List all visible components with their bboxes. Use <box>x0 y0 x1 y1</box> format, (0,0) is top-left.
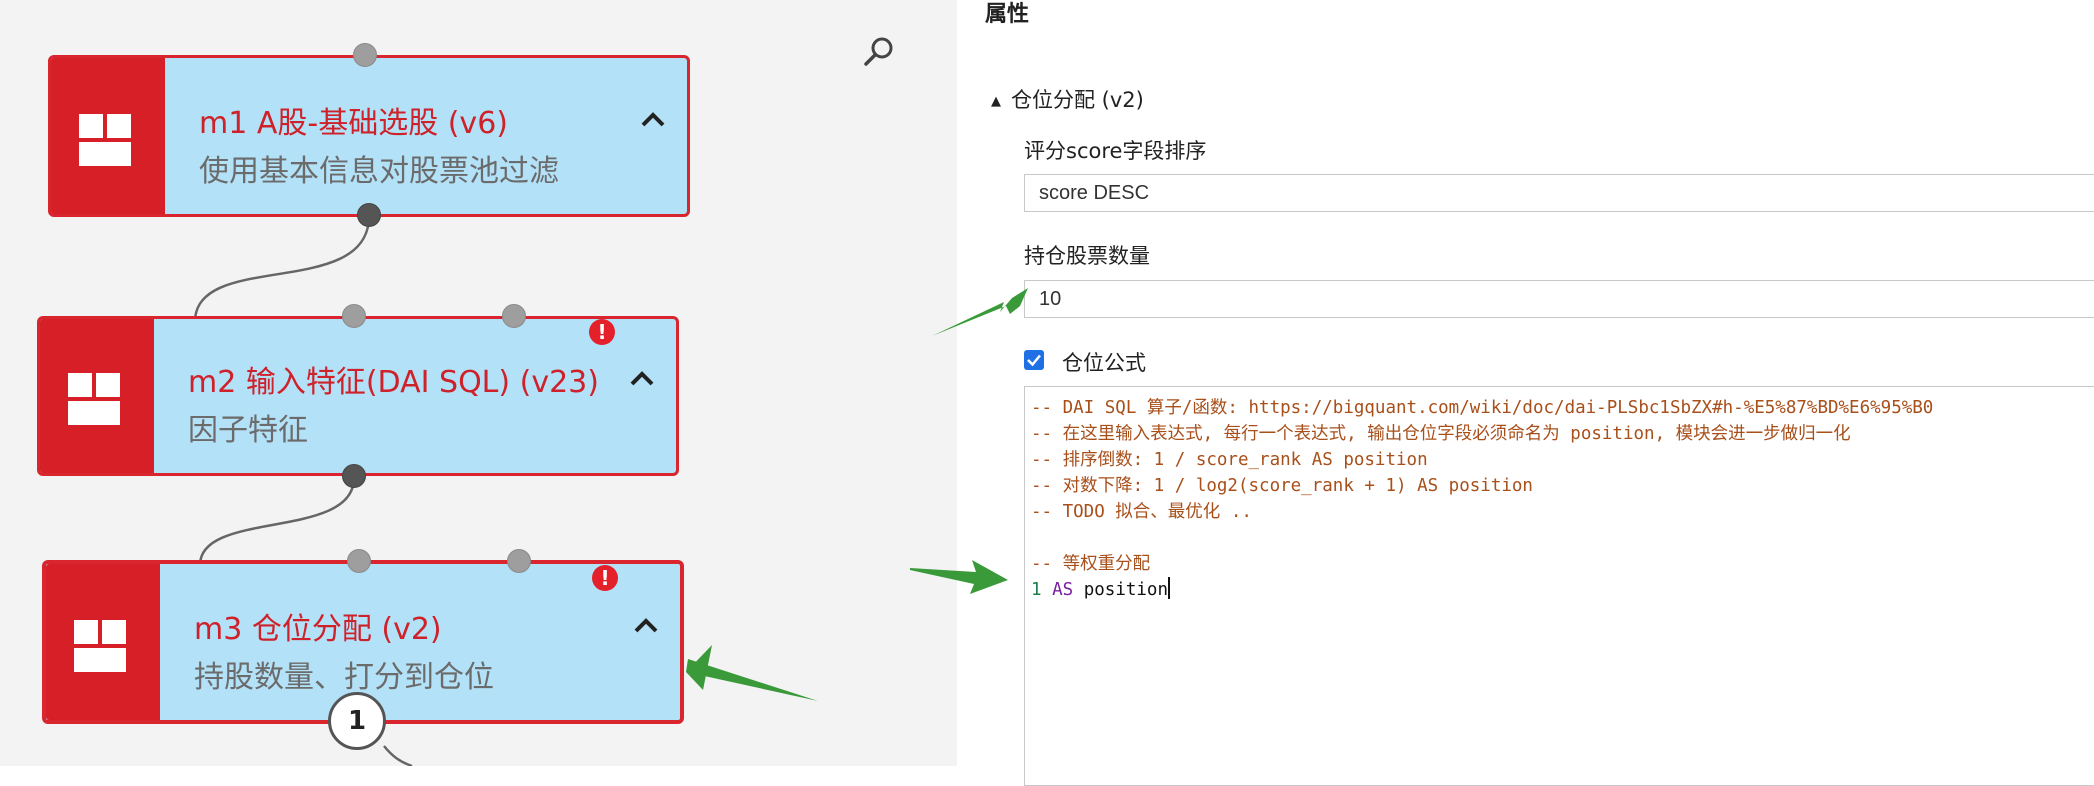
hold-count-label: 持仓股票数量 <box>1024 244 1150 268</box>
code-line: 1 AS position <box>1031 577 2094 603</box>
search-icon[interactable] <box>862 34 896 68</box>
output-port[interactable] <box>357 203 381 227</box>
code-token <box>1042 580 1053 600</box>
module-icon-box <box>46 564 160 720</box>
module-description: 使用基本信息对股票池过滤 <box>199 154 559 189</box>
code-token: AS <box>1052 580 1074 600</box>
formula-checkbox[interactable] <box>1024 350 1044 370</box>
wire-m1-m2 <box>193 215 371 323</box>
collapse-triangle-icon[interactable]: ▲ <box>991 94 1001 109</box>
score-sort-input[interactable]: score DESC <box>1024 174 2094 212</box>
collapse-chevron-icon[interactable] <box>639 106 667 134</box>
section-title: 仓位分配 (v2) <box>1011 88 1144 112</box>
code-token: -- 等权重分配 <box>1031 554 1151 574</box>
code-token: -- 对数下降: 1 / log2(score_rank + 1) AS pos… <box>1031 476 1533 496</box>
module-node-m2[interactable]: m2 输入特征(DAI SQL) (v23) 因子特征 <box>37 316 679 476</box>
code-line <box>1031 525 2094 551</box>
text-caret <box>1168 577 1170 599</box>
code-token: position <box>1073 580 1168 600</box>
collapse-chevron-icon[interactable] <box>632 612 660 640</box>
properties-panel: 属性 ▲ 仓位分配 (v2) 评分score字段排序 score DESC 持仓股… <box>957 0 2094 786</box>
connection-wires <box>186 215 818 766</box>
input-port[interactable] <box>507 549 531 573</box>
code-line: -- 在这里输入表达式, 每行一个表达式, 输出仓位字段必须命名为 positi… <box>1031 421 2094 447</box>
step-number-badge: 1 <box>328 692 386 750</box>
module-title: m3 仓位分配 (v2) <box>194 612 442 647</box>
code-line: -- TODO 拟合、最优化 .. <box>1031 499 2094 525</box>
module-grid-icon <box>79 114 131 166</box>
output-port[interactable] <box>342 464 366 488</box>
formula-code-editor[interactable]: -- DAI SQL 算子/函数: https://bigquant.com/w… <box>1024 386 2094 786</box>
annotation-arrow-hold-count <box>932 288 1028 336</box>
error-badge[interactable]: ! <box>592 565 618 591</box>
module-node-m1[interactable]: m1 A股-基础选股 (v6) 使用基本信息对股票池过滤 <box>48 55 690 217</box>
score-sort-label: 评分score字段排序 <box>1024 139 1207 163</box>
panel-title: 属性 <box>985 2 1030 27</box>
code-token: -- 排序倒数: 1 / score_rank AS position <box>1031 450 1428 470</box>
workflow-canvas[interactable]: m1 A股-基础选股 (v6) 使用基本信息对股票池过滤 m2 输入特征(DAI… <box>0 0 957 766</box>
code-token: -- TODO 拟合、最优化 .. <box>1031 502 1252 522</box>
input-port[interactable] <box>342 304 366 328</box>
hold-count-input[interactable]: 10 <box>1024 280 2094 318</box>
formula-checkbox-label: 仓位公式 <box>1062 351 1146 375</box>
code-token: -- 在这里输入表达式, 每行一个表达式, 输出仓位字段必须命名为 positi… <box>1031 424 1851 444</box>
module-description: 因子特征 <box>188 413 308 448</box>
module-grid-icon <box>74 620 126 672</box>
code-line: -- 等权重分配 <box>1031 551 2094 577</box>
code-token: 1 <box>1031 580 1042 600</box>
collapse-chevron-icon[interactable] <box>628 365 656 393</box>
module-title: m2 输入特征(DAI SQL) (v23) <box>188 365 599 400</box>
module-grid-icon <box>68 373 120 425</box>
input-port[interactable] <box>347 549 371 573</box>
wire-m2-m3 <box>198 477 356 566</box>
input-port[interactable] <box>353 43 377 67</box>
module-icon-box <box>51 58 165 214</box>
error-badge[interactable]: ! <box>589 319 615 345</box>
checkmark-icon <box>1027 354 1041 367</box>
module-icon-box <box>40 319 154 473</box>
code-line: -- 对数下降: 1 / log2(score_rank + 1) AS pos… <box>1031 473 2094 499</box>
code-line: -- 排序倒数: 1 / score_rank AS position <box>1031 447 2094 473</box>
annotation-arrow-formula <box>910 560 1008 594</box>
wire-m3-next <box>383 745 413 766</box>
code-line: -- DAI SQL 算子/函数: https://bigquant.com/w… <box>1031 395 2094 421</box>
section-header[interactable]: ▲ 仓位分配 (v2) <box>991 84 1144 114</box>
code-token: -- DAI SQL 算子/函数: https://bigquant.com/w… <box>1031 398 1934 418</box>
module-title: m1 A股-基础选股 (v6) <box>199 106 508 141</box>
input-port[interactable] <box>502 304 526 328</box>
annotation-arrow-m3 <box>686 659 818 701</box>
module-description: 持股数量、打分到仓位 <box>194 660 494 695</box>
